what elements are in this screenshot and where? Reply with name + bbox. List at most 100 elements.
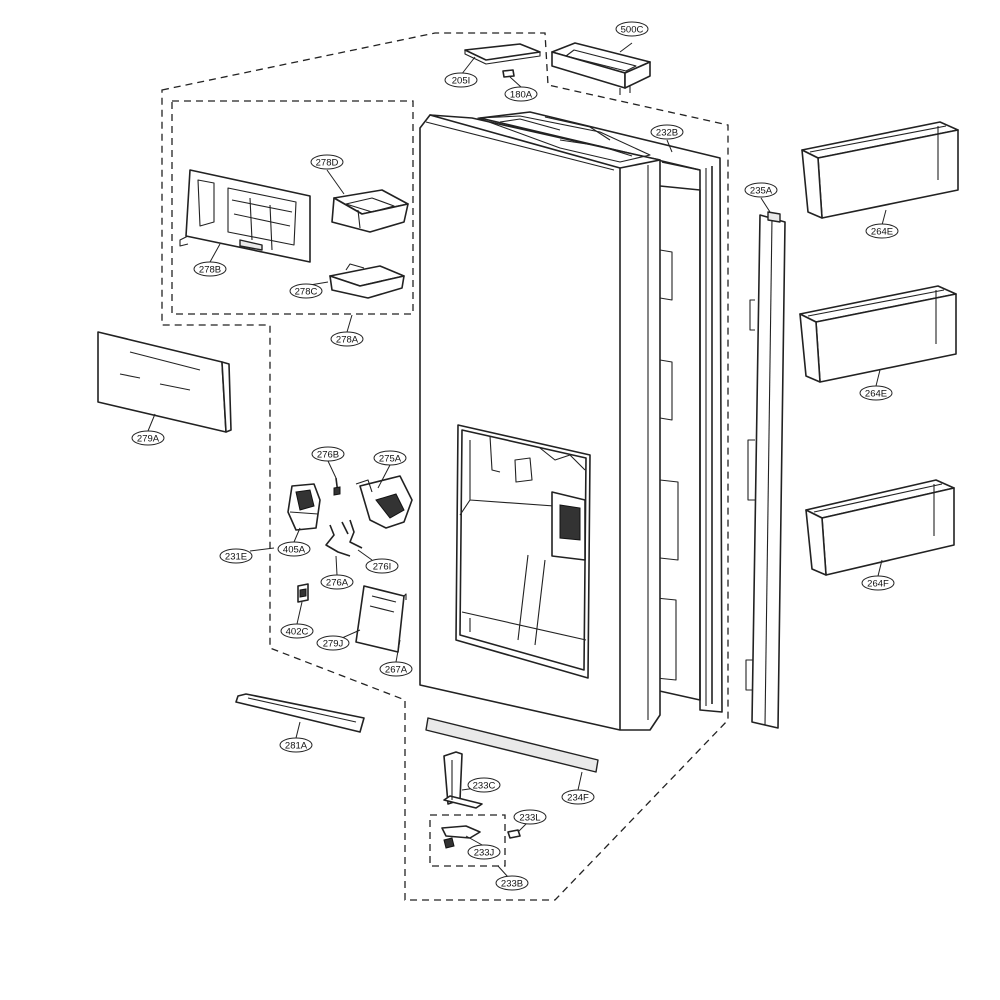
callout-278d: 278D xyxy=(310,154,344,170)
callout-bubble xyxy=(744,182,778,198)
callout-bubble xyxy=(495,875,529,891)
part-234F-trim xyxy=(425,717,599,773)
callout-bubble xyxy=(861,575,895,591)
callout-279j: 279J xyxy=(316,635,350,651)
callout-232b: 232B xyxy=(650,124,684,140)
callout-bubble xyxy=(504,86,538,102)
callout-text: 276I xyxy=(373,561,392,572)
callout-bubble xyxy=(289,283,323,299)
part-276B xyxy=(333,477,341,496)
callout-bubble xyxy=(650,124,684,140)
callout-bubble xyxy=(373,450,407,466)
leader-lines xyxy=(147,42,887,878)
callout-text: 279J xyxy=(323,638,344,649)
callout-bubble xyxy=(467,844,501,860)
callout-text: 267A xyxy=(385,664,408,675)
callout-500c: 500C xyxy=(615,21,649,37)
part-276A-wire xyxy=(325,521,351,557)
callout-180a: 180A xyxy=(504,86,538,102)
callout-text: 278B xyxy=(199,264,221,275)
callout-text: 233C xyxy=(473,780,496,791)
part-233J-hinge xyxy=(441,825,481,849)
part-402C xyxy=(297,583,309,603)
callout-bubble xyxy=(865,223,899,239)
dispenser-cover-279A xyxy=(97,331,232,433)
part-180A xyxy=(502,69,515,78)
callout-264e-top: 264E xyxy=(865,223,899,239)
part-275A xyxy=(355,475,413,529)
callout-text: 278C xyxy=(295,286,318,297)
callout-bubble xyxy=(320,574,354,590)
callout-405a: 405A xyxy=(277,541,311,557)
callout-text: 276A xyxy=(326,577,349,588)
callout-276i: 276I xyxy=(365,558,399,574)
door-bin-264E-mid xyxy=(799,285,957,383)
callout-bubble xyxy=(277,541,311,557)
callout-233c: 233C xyxy=(467,777,501,793)
callout-text: 234F xyxy=(567,792,589,803)
callout-276b: 276B xyxy=(311,446,345,462)
callout-text: 278D xyxy=(316,157,339,168)
callout-bubble xyxy=(279,737,313,753)
callout-278a: 278A xyxy=(330,331,364,347)
door-end-cap xyxy=(745,211,786,729)
callout-text: 275A xyxy=(379,453,402,464)
callout-bubble xyxy=(310,154,344,170)
callout-402c: 402C xyxy=(280,623,314,639)
callout-278b: 278B xyxy=(193,261,227,277)
part-405A xyxy=(287,483,321,531)
callout-264f: 264F xyxy=(861,575,895,591)
assembly-boundary-outlines xyxy=(161,32,729,901)
callout-bubble xyxy=(316,635,350,651)
callout-text: 279A xyxy=(137,433,160,444)
callout-234f: 234F xyxy=(561,789,595,805)
callout-text: 264F xyxy=(867,578,889,589)
door-assembly-boundary xyxy=(161,32,729,901)
callout-281a: 281A xyxy=(279,737,313,753)
callout-bubble xyxy=(379,661,413,677)
callout-text: 233J xyxy=(474,847,495,858)
callout-text: 235A xyxy=(750,185,773,196)
ice-tray-278C xyxy=(329,263,405,299)
callout-labels: 500C 205I 180A 232B 235A 264E 264E 264F 278D 278B… xyxy=(131,21,899,891)
callout-bubble xyxy=(193,261,227,277)
callout-205i: 205I xyxy=(444,72,478,88)
callout-bubble xyxy=(365,558,399,574)
callout-275a: 275A xyxy=(373,450,407,466)
part-279J xyxy=(355,585,407,653)
hinge-group-boundary xyxy=(429,814,506,867)
part-276I-wire xyxy=(349,519,363,549)
callout-bubble xyxy=(513,809,547,825)
callout-bubble xyxy=(131,430,165,446)
callout-233j: 233J xyxy=(467,844,501,860)
callout-bubble xyxy=(859,385,893,401)
part-500C xyxy=(551,42,651,95)
callout-233b: 233B xyxy=(495,875,529,891)
callout-278c: 278C xyxy=(289,283,323,299)
part-281A-trim xyxy=(235,693,365,733)
door-bin-264F xyxy=(805,479,955,576)
callout-text: 500C xyxy=(621,24,644,35)
callout-text: 278A xyxy=(336,334,359,345)
callout-text: 281A xyxy=(285,740,308,751)
part-233C-bracket xyxy=(443,751,483,809)
callout-text: 264E xyxy=(865,388,887,399)
callout-bubble xyxy=(561,789,595,805)
callout-bubble xyxy=(467,777,501,793)
part-233L xyxy=(507,829,521,839)
callout-text: 233L xyxy=(519,812,540,823)
callout-279a: 279A xyxy=(131,430,165,446)
ice-bucket-278D xyxy=(331,189,409,233)
ice-housing-278B xyxy=(179,169,311,263)
callout-text: 276B xyxy=(317,449,339,460)
ice-bucket-group-boundary xyxy=(171,100,414,315)
door-bin-264E-top xyxy=(801,121,959,219)
callout-bubble xyxy=(330,331,364,347)
dispenser-recess xyxy=(455,424,591,679)
part-205I xyxy=(464,43,541,65)
callout-text: 233B xyxy=(501,878,523,889)
callout-bubble xyxy=(615,21,649,37)
callout-text: 264E xyxy=(871,226,893,237)
callout-267a: 267A xyxy=(379,661,413,677)
